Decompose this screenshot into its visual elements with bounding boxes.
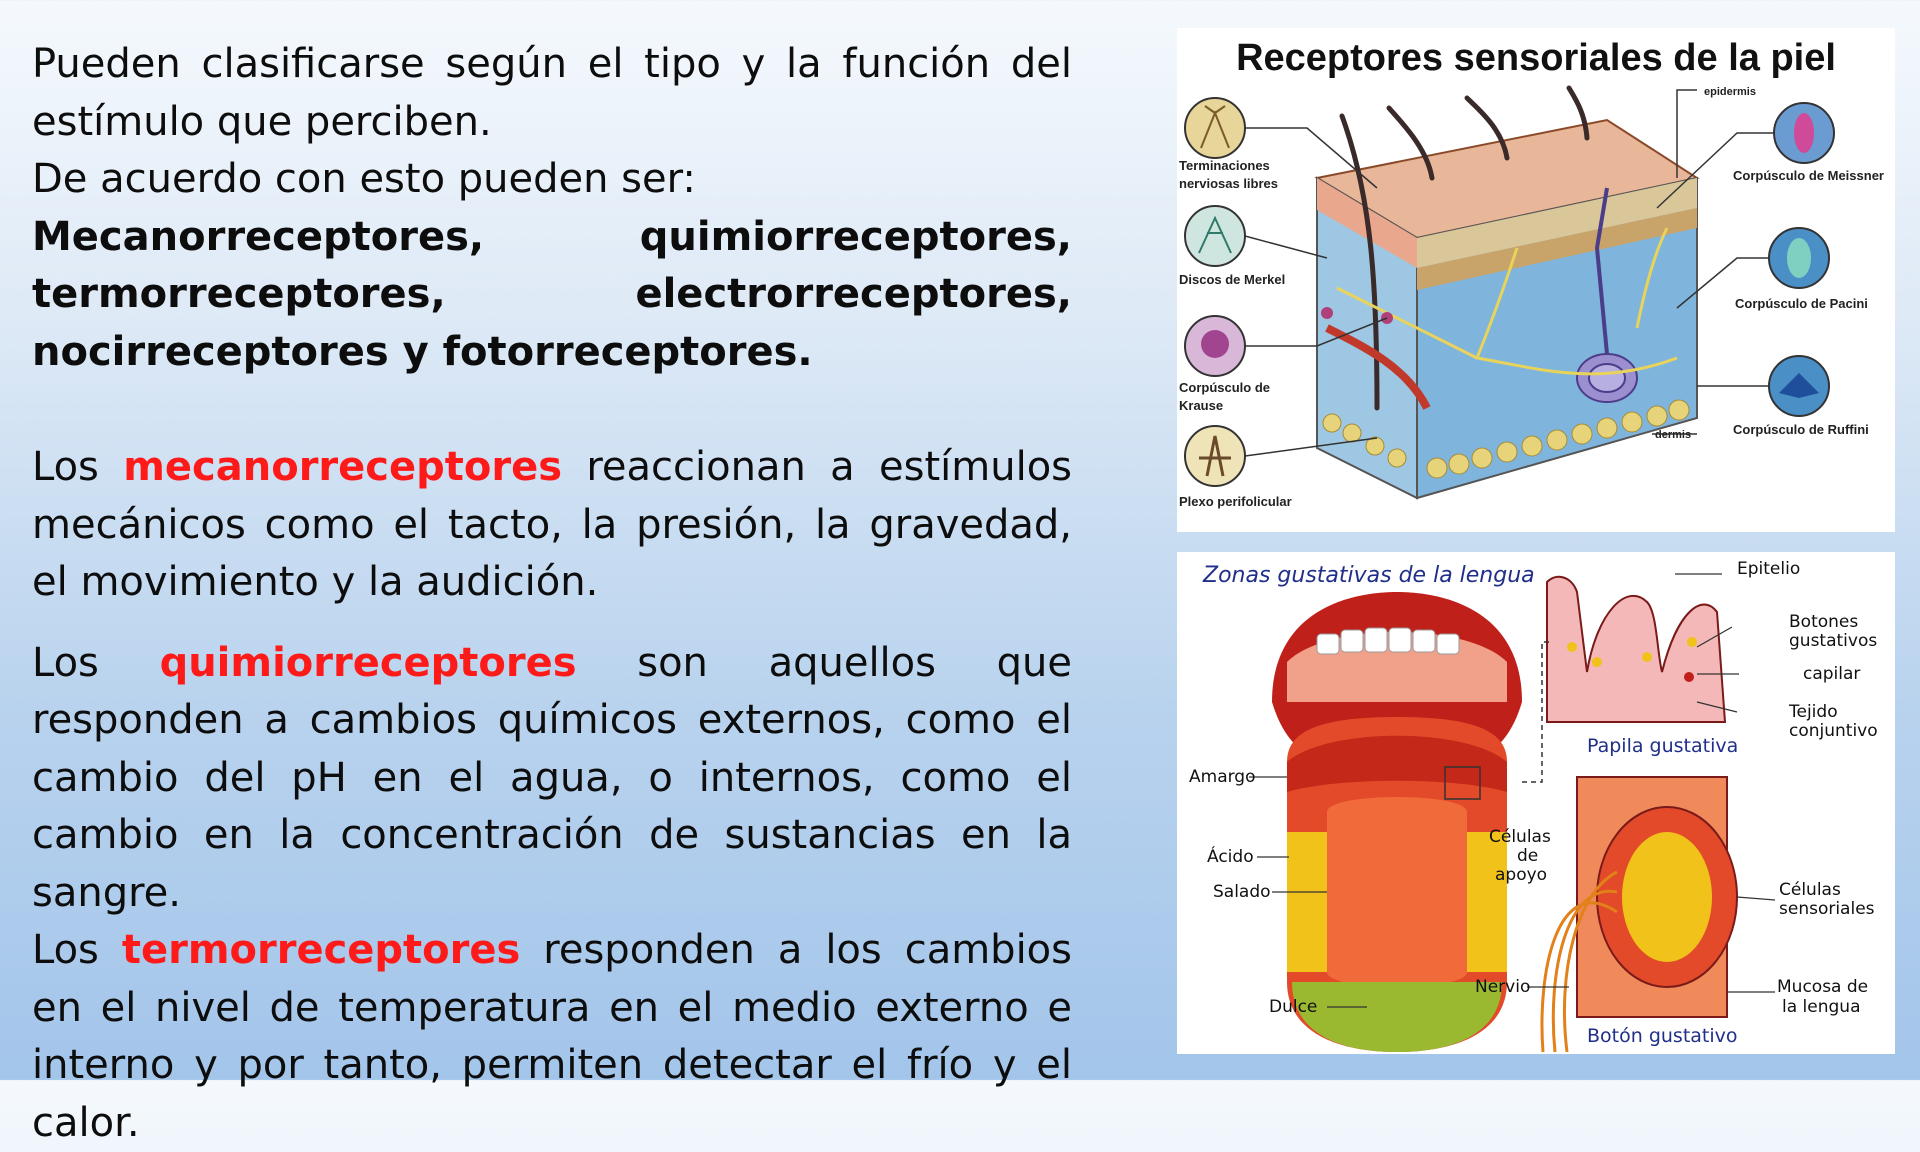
- epidermis-label: epidermis: [1704, 86, 1756, 98]
- sour-zone-left: [1287, 832, 1327, 972]
- support-cells-label-3: apoyo: [1495, 865, 1547, 885]
- intro-paragraph: Pueden clasificarse según el tipo y la f…: [32, 36, 1072, 381]
- chemoreceptors-paragraph: Los quimiorreceptores son aquellos que r…: [32, 635, 1072, 923]
- free-endings-icon: [1184, 97, 1246, 159]
- taste-bud-dots: [1567, 637, 1697, 667]
- capillary-dot: [1684, 672, 1694, 682]
- thermoreceptors-paragraph: Los termorreceptores responden a los cam…: [32, 922, 1072, 1152]
- taste-bud-title: Botón gustativo: [1587, 1025, 1738, 1047]
- meissner-corpuscle-icon: [1773, 102, 1835, 164]
- sweat-gland-coil: [1576, 353, 1638, 403]
- ruffini-corpuscle-icon: [1768, 355, 1830, 417]
- sensory-cells-label-2: sensoriales: [1779, 899, 1875, 919]
- intro-line-1: Pueden clasificarse según el tipo y la f…: [32, 41, 1072, 145]
- support-cells: [1622, 832, 1712, 962]
- sweet-label: Dulce: [1269, 997, 1317, 1017]
- papilla-title: Papila gustativa: [1587, 735, 1738, 757]
- mechano-pre: Los: [32, 444, 124, 490]
- free-endings-label-2: nerviosas libres: [1179, 176, 1278, 191]
- mechano-post: reaccionan a estímulos mecánicos como el…: [32, 444, 1072, 605]
- intro-line-2: De acuerdo con esto pueden ser:: [32, 156, 696, 202]
- plexus-label: Plexo perifolicular: [1179, 494, 1292, 509]
- skin-diagram-title: Receptores sensoriales de la piel: [1236, 37, 1836, 79]
- blood-vessel: [1325, 324, 1431, 410]
- support-cells-label-1: Células: [1489, 827, 1551, 847]
- mucosa-label-1: Mucosa de: [1777, 977, 1868, 997]
- receptor-types-list: Mecanorreceptores, quimiorreceptores, te…: [32, 213, 1072, 375]
- krause-label-2: Krause: [1179, 398, 1223, 413]
- krause-corpuscle-icon: [1184, 315, 1246, 377]
- ruffini-label: Corpúsculo de Ruffini: [1733, 422, 1869, 437]
- merkel-discs-icon: [1184, 205, 1246, 267]
- taste-buds-label-2: gustativos: [1789, 631, 1877, 651]
- papilla-tissue: [1546, 575, 1727, 723]
- sour-zone-right: [1467, 832, 1507, 972]
- merkel-label: Discos de Merkel: [1179, 272, 1285, 287]
- zoom-connector: [1522, 641, 1552, 783]
- hairs: [1339, 85, 1590, 411]
- skin-receptors-figure: Receptores sensoriales de la piel: [1177, 28, 1895, 532]
- chemo-pre: Los: [32, 639, 160, 686]
- zoom-box: [1444, 766, 1481, 800]
- chemo-post: son aquellos que responden a cambios quí…: [32, 639, 1072, 916]
- bitter-label: Amargo: [1189, 767, 1256, 787]
- taste-zones-figure: Zonas gustativas de la lengua: [1177, 552, 1895, 1054]
- chemoreceptors-term: quimiorreceptores: [159, 639, 577, 686]
- connective-tissue-label-1: Tejido: [1788, 702, 1838, 722]
- text-column: Pueden clasificarse según el tipo y la f…: [32, 36, 1072, 1152]
- salty-label: Salado: [1213, 882, 1271, 902]
- nerve-fibers-taste: [1540, 870, 1618, 1053]
- tongue-diagram-svg: Zonas gustativas de la lengua: [1189, 559, 1878, 1053]
- epidermis-side: [1417, 178, 1697, 268]
- pacini-corpuscle-icon: [1768, 227, 1830, 289]
- free-endings-label-1: Terminaciones: [1179, 158, 1270, 173]
- sweet-zone: [1292, 982, 1502, 1052]
- bitter-zone: [1287, 735, 1507, 792]
- thermo-post: responden a los cambios en el nivel de t…: [32, 927, 1072, 1146]
- sweat-duct: [1594, 187, 1609, 355]
- pacini-label: Corpúsculo de Pacini: [1735, 296, 1868, 311]
- tongue-diagram-title: Zonas gustativas de la lengua: [1202, 563, 1535, 588]
- perifollicular-plexus-icon: [1184, 425, 1246, 487]
- sensory-cells-label-1: Células: [1779, 880, 1841, 900]
- salty-zone: [1327, 797, 1467, 987]
- support-cells-label-2: de: [1517, 846, 1538, 866]
- taste-buds-label-1: Botones: [1789, 612, 1858, 632]
- epithelium-label: Epitelio: [1737, 559, 1800, 579]
- meissner-label: Corpúsculo de Meissner: [1733, 168, 1884, 183]
- mucosa-label-2: la lengua: [1782, 997, 1860, 1017]
- dermis-band: [1417, 208, 1697, 290]
- nerve-label: Nervio: [1475, 977, 1530, 997]
- mechanoreceptors-paragraph: Los mecanorreceptores reaccionan a estím…: [32, 439, 1072, 612]
- mechanoreceptors-term: mecanorreceptores: [123, 444, 563, 490]
- skin-diagram-svg: Receptores sensoriales de la piel: [1179, 37, 1884, 509]
- capillary-label: capilar: [1803, 664, 1860, 684]
- thermo-pre: Los: [32, 927, 122, 973]
- fat-cells: [1322, 399, 1690, 479]
- skin-leader-lines: [1244, 89, 1774, 457]
- krause-label-1: Corpúsculo de: [1179, 380, 1270, 395]
- nerve-fibers: [1336, 227, 1678, 376]
- thermoreceptors-term: termorreceptores: [121, 927, 521, 973]
- teeth: [1316, 627, 1460, 655]
- connective-tissue-label-2: conjuntivo: [1789, 721, 1878, 741]
- tongue-leader-lines: [1249, 573, 1776, 1008]
- sour-label: Ácido: [1207, 845, 1254, 867]
- dermis-label: dermis: [1655, 429, 1691, 441]
